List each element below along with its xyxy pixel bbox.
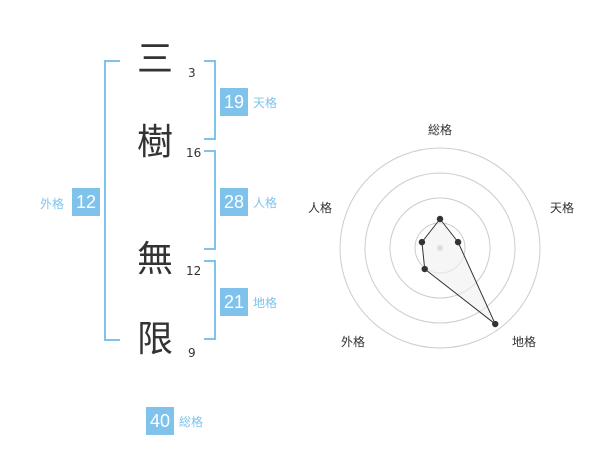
gaikaku-label: 外格 bbox=[40, 197, 65, 211]
name-char-1: 三 bbox=[136, 39, 173, 80]
chikaku-label: 地格 bbox=[253, 296, 278, 310]
radar-label-tenkaku: 天格 bbox=[550, 201, 575, 215]
chikaku-value: 21 bbox=[220, 288, 248, 316]
name-char-3: 無 bbox=[136, 239, 173, 280]
radar-label-chikaku: 地格 bbox=[512, 335, 537, 349]
stroke-count-4: 9 bbox=[188, 346, 196, 360]
name-char-2: 樹 bbox=[136, 122, 173, 163]
soukaku-label: 総格 bbox=[179, 415, 204, 429]
jinkaku-label: 人格 bbox=[253, 196, 278, 210]
radar-center-dot bbox=[437, 245, 443, 251]
soukaku-value: 40 bbox=[146, 407, 174, 435]
radar-point-1 bbox=[436, 215, 444, 223]
jinkaku-value: 28 bbox=[220, 188, 248, 216]
radar-grid-ring bbox=[364, 172, 516, 324]
jinkaku-bracket bbox=[204, 150, 216, 250]
radar-point-2 bbox=[454, 238, 462, 246]
stroke-count-3: 12 bbox=[186, 264, 202, 278]
stroke-count-1: 3 bbox=[188, 66, 196, 80]
radar-grid-ring bbox=[389, 197, 491, 299]
tenkaku-label: 天格 bbox=[253, 96, 278, 110]
tenkaku-bracket bbox=[204, 60, 216, 140]
radar-label-soukaku: 総格 bbox=[428, 123, 453, 137]
radar-point-3 bbox=[492, 320, 499, 328]
tenkaku-value: 19 bbox=[220, 88, 248, 116]
gaikaku-value: 12 bbox=[72, 188, 100, 216]
radar-grid-ring bbox=[339, 147, 541, 349]
stroke-count-2: 16 bbox=[186, 146, 202, 160]
gaikaku-bracket bbox=[104, 60, 120, 341]
chikaku-bracket bbox=[204, 260, 216, 340]
radar-label-gaikaku: 外格 bbox=[341, 335, 366, 349]
radar-point-4 bbox=[421, 265, 428, 273]
radar-point-5 bbox=[418, 238, 426, 246]
name-char-4: 限 bbox=[136, 319, 173, 360]
radar-label-jinkaku: 人格 bbox=[308, 201, 333, 215]
